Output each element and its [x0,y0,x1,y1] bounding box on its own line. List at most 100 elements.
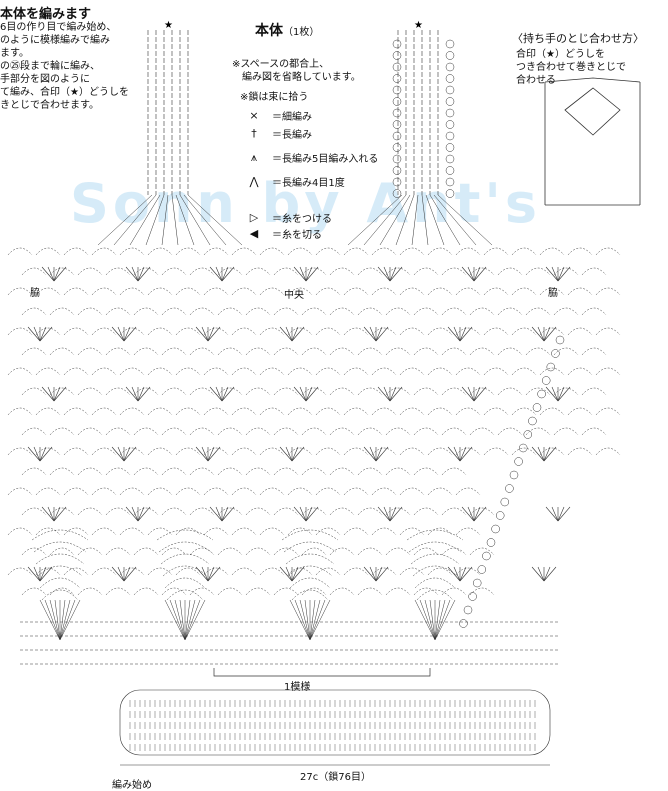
row-number-circle [500,497,510,507]
pineapple-arc [166,589,204,601]
row-number-circle [445,62,455,72]
chain-arc [217,427,243,436]
fan-stitch [531,446,545,462]
chain-arc [413,587,439,596]
chain-arc [175,327,201,336]
fan-stitch [201,446,209,462]
center-label: 中央 [284,290,304,301]
row-number-circle [459,619,468,628]
chain-arc [539,327,565,336]
chain-arc [581,307,607,316]
fan-stitch [137,506,151,522]
chain-arc [35,327,61,336]
chain-arc [77,267,103,276]
instruction-line: ます。 [0,48,29,59]
chain-arc [455,407,481,416]
chain-arc [329,267,355,276]
chain-arc [245,507,271,516]
pineapple-stitch [299,599,311,641]
chain-arc [273,387,299,396]
chain-arc [273,587,299,596]
chain-arc [469,387,495,396]
chain-arc [161,507,187,516]
handle-flare-line [433,194,477,246]
fan-stitch [473,386,487,402]
fan-stitch [123,326,137,342]
chain-arc [567,407,593,416]
chain-arc [119,367,145,376]
fan-stitch [207,326,215,342]
fan-stitch [543,566,557,582]
fan-stitch [221,386,229,402]
pineapple-stitch [424,599,436,641]
chain-arc [119,487,145,496]
chain-arc [119,447,145,456]
pineapple-stitch [59,599,66,641]
chain-arc [203,487,229,496]
row-number-circle [541,376,551,385]
fan-stitch [207,326,221,342]
fan-stitch [453,326,461,342]
fan-stitch [543,326,551,342]
chain-arc [189,347,215,356]
chain-arc [525,387,551,396]
chain-arc [273,507,299,516]
fan-stitch [137,266,151,282]
chain-arc [595,247,621,256]
chain-arc [203,407,229,416]
chain-arc [343,447,369,456]
fan-stitch [125,266,139,282]
pineapple-stitch [309,599,326,641]
chain-arc [315,247,341,256]
chain-arc [441,467,467,476]
pineapple-arc [41,589,79,601]
chain-arc [329,547,355,556]
fan-stitch [279,326,293,342]
fan-stitch [53,266,67,282]
chain-arc [77,307,103,316]
chain-arc [315,447,341,456]
legend-text: ＝糸をつける [272,214,332,225]
chain-arc [259,487,285,496]
chain-arc [49,587,75,596]
chain-arc [399,407,425,416]
chain-arc [147,367,173,376]
chain-arc [245,347,271,356]
star-mark: ★ [414,20,423,31]
star-mark: ★ [164,20,173,31]
chain-arc [147,327,173,336]
fan-stitch [221,266,235,282]
chain-arc [161,427,187,436]
chain-arc [287,247,313,256]
chain-arc [203,287,229,296]
handle-flare-line [161,194,169,246]
chain-arc [539,367,565,376]
chain-arc [63,327,89,336]
chain-arc [133,427,159,436]
pineapple-stitch [434,599,456,641]
fan-stitch [467,506,475,522]
chain-arc [231,447,257,456]
fan-stitch [383,506,391,522]
chain-arc [301,587,327,596]
handle-box-text: 合印（★）どうしを つき合わせて巻きとじで 合わせる [516,48,626,87]
fan-stitch [39,446,47,462]
chain-arc [455,527,481,536]
chain-arc [217,387,243,396]
fan-stitch [467,386,475,402]
chain-arc [511,287,537,296]
legend-text: ＝糸を切る [272,230,322,241]
chain-arc [525,347,551,356]
fan-stitch [377,386,391,402]
chain-arc [371,407,397,416]
chain-arc [133,347,159,356]
chain-arc [455,487,481,496]
fan-stitch [557,506,571,522]
chain-arc [329,427,355,436]
chain-arc [357,267,383,276]
fan-stitch [47,506,55,522]
fan-stitch [117,566,125,582]
chain-arc [7,287,33,296]
chain-arc [315,527,341,536]
chain-arc [91,567,117,576]
